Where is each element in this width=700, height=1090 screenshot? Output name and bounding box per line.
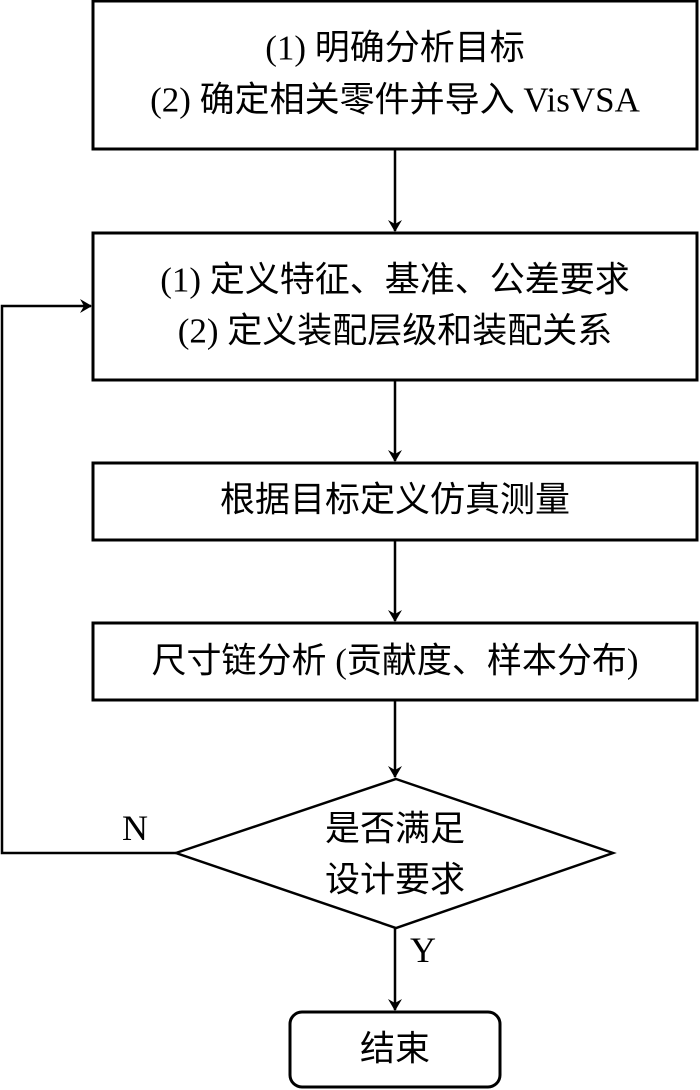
node-decision-diamond — [172, 777, 617, 930]
edge-label-yes: Y — [410, 930, 436, 970]
node-step3-box — [91, 461, 699, 542]
node-end-box — [288, 1010, 502, 1089]
node-step4-box — [91, 621, 699, 702]
step1-line2: (2) 确定相关零件并导入 VisVSA — [150, 81, 641, 120]
step3-text: 根据目标定义仿真测量 — [220, 481, 570, 520]
node-step1-box — [91, 0, 699, 151]
end-text: 结束 — [360, 1030, 430, 1069]
node-step2-box — [91, 231, 699, 382]
step2-line1: (1) 定义特征、基准、公差要求 — [160, 261, 630, 300]
edge-label-no: N — [122, 808, 148, 848]
edge-decision-step2-loop — [0, 299, 176, 855]
decision-line1: 是否满足 — [325, 810, 465, 849]
step2-line2: (2) 定义装配层级和装配关系 — [178, 312, 613, 351]
step1-line1: (1) 明确分析目标 — [265, 29, 525, 68]
decision-line2: 设计要求 — [325, 861, 465, 900]
step4-text: 尺寸链分析 (贡献度、样本分布) — [151, 642, 638, 681]
